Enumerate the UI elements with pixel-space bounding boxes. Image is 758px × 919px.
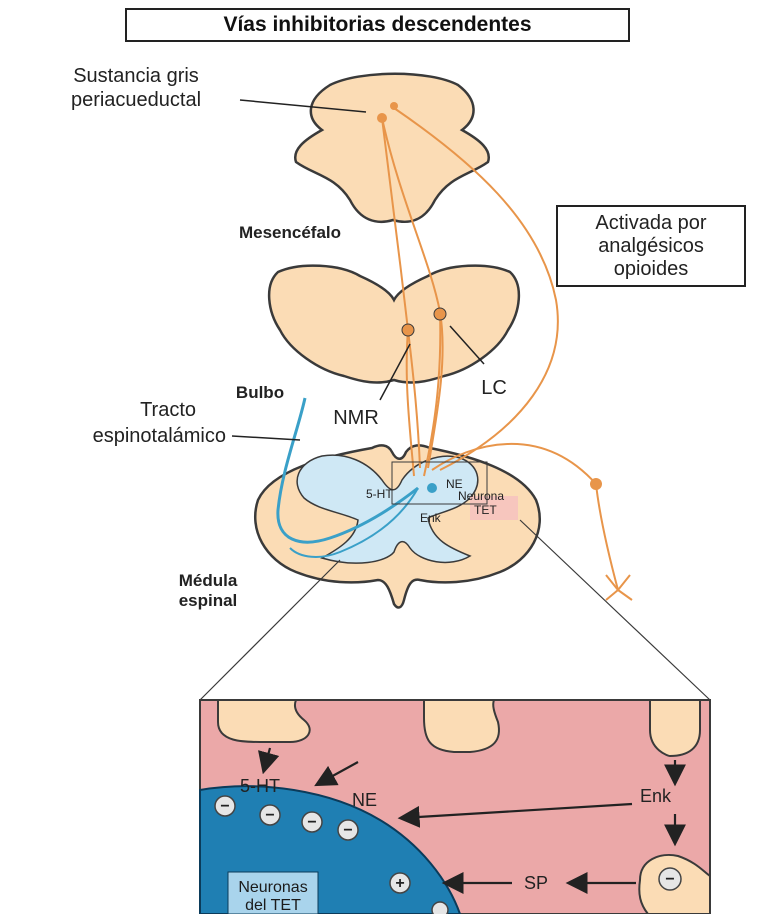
pag-nucleus-2 [390,102,398,110]
cord-5ht-label: 5-HT [366,487,393,501]
cord-enk-label: Enk [420,511,442,525]
minus-sign: − [220,798,229,815]
inset-ne-label: NE [352,790,377,810]
spinal-cord-label-2: espinal [179,591,238,610]
inset-sp-label: SP [524,873,548,893]
pag-label-1: Sustancia gris [73,65,199,87]
lc-nucleus [434,308,446,320]
minus-sign: − [265,807,274,824]
medulla-label: Bulbo [236,383,284,402]
nmr-nucleus [402,324,414,336]
cord-neuron-label-1: Neurona [458,489,504,503]
callout-line-1: Activada por [595,212,706,235]
tract-label-1: Tracto [140,399,196,421]
peripheral-neuron-soma [590,478,602,490]
zoom-line-right [520,520,710,700]
diagram-title: Vías inhibitorias descendentes [125,8,630,42]
minus-sign: − [665,871,674,888]
minus-receptor-partial [432,902,448,914]
terminal-5ht [218,700,310,742]
inset-5ht-label: 5-HT [240,776,280,796]
mesencephalon-label: Mesencéfalo [239,223,341,242]
pag-label-2: periacueductal [71,89,201,111]
tet-neuron-label-1: Neuronas [238,879,307,896]
pag-nucleus-1 [377,113,387,123]
opioid-callout: Activada por analgésicos opioides [556,205,746,287]
spinal-cord-label-1: Médula [179,571,238,590]
medulla-shape [269,266,519,383]
plus-sign: + [395,875,404,892]
terminal-ne [424,700,499,752]
cord-neuron-label-2: TET [474,503,497,517]
diagram-title-text: Vías inhibitorias descendentes [223,13,531,37]
tract-label-2: espinotalámico [93,425,226,447]
cord-neuron-marker [427,483,437,493]
callout-line-3: opioides [614,258,689,281]
inset-enk-label: Enk [640,786,672,806]
minus-sign: − [343,822,352,839]
lc-label: LC [481,377,507,399]
tet-neuron-label-2: del TET [245,897,301,914]
nmr-label: NMR [333,407,379,429]
minus-sign: − [307,814,316,831]
terminal-enk [650,700,700,756]
callout-line-2: analgésicos [598,235,704,258]
